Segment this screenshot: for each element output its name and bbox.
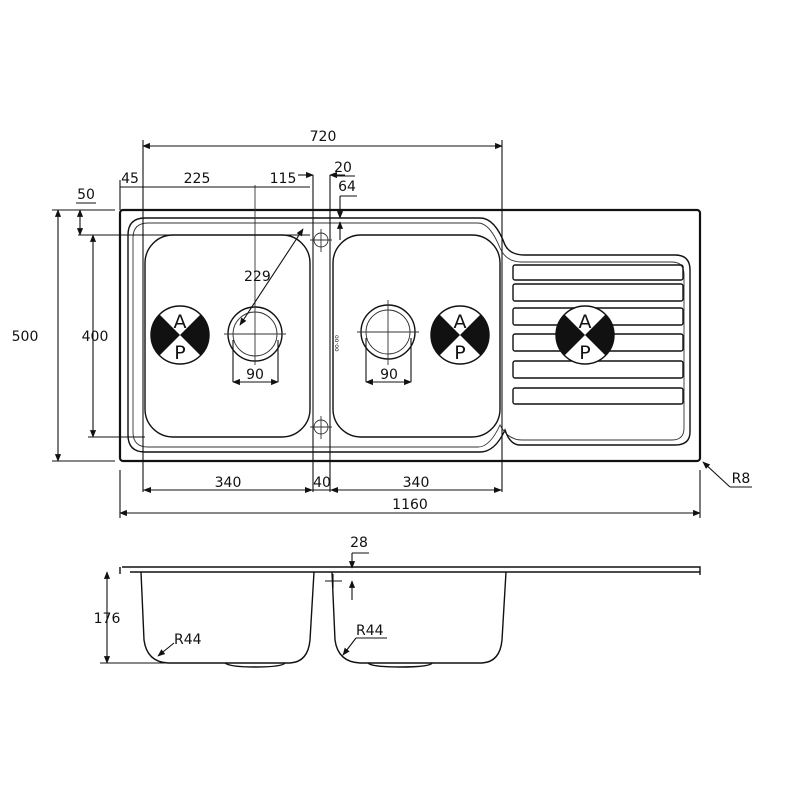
overflow-bottom-icon [310, 416, 332, 439]
svg-text:A: A [454, 311, 467, 333]
dim-20: 20 [334, 160, 352, 176]
dim-720: 720 [310, 129, 337, 145]
svg-text:A: A [579, 311, 592, 333]
overflow-top-icon [310, 229, 332, 252]
sink-rim [127, 217, 691, 453]
dim-229: 229 [244, 269, 271, 285]
side-bowl-left [140, 571, 315, 664]
dim-225: 225 [184, 171, 211, 187]
side-view: 176 28 R44 R44 [94, 535, 701, 668]
dim-r44-right: R44 [356, 623, 384, 639]
dim-40: 40 [313, 475, 331, 491]
ap-symbol-left-icon: A P [150, 305, 210, 365]
dim-45: 45 [121, 171, 139, 187]
top-view: A P A P A P oo·oo 720 45 225 115 20 64 [12, 129, 752, 518]
dim-500: 500 [12, 329, 39, 345]
dim-400: 400 [82, 329, 109, 345]
dim-90-left: 90 [246, 367, 264, 383]
dim-64: 64 [338, 179, 356, 195]
dim-176: 176 [94, 611, 121, 627]
drain-right-icon [357, 300, 419, 365]
dim-r44-left: R44 [174, 632, 202, 648]
sink-outline [118, 208, 702, 463]
bowl-right [332, 234, 501, 438]
dim-1160: 1160 [392, 497, 428, 513]
ap-symbol-right-icon: A P [555, 305, 615, 365]
dim-340-left: 340 [215, 475, 242, 491]
svg-text:P: P [454, 342, 465, 364]
side-bowl-right [331, 571, 507, 664]
ap-symbol-middle-icon: A P [430, 305, 490, 365]
dim-r8: R8 [732, 471, 751, 487]
dim-115: 115 [270, 171, 297, 187]
tap-hole-mark: oo·oo [333, 335, 340, 352]
dim-90-right: 90 [380, 367, 398, 383]
svg-text:A: A [174, 311, 187, 333]
svg-text:P: P [174, 342, 185, 364]
dim-50: 50 [77, 187, 95, 203]
svg-text:P: P [579, 342, 590, 364]
dim-28: 28 [350, 535, 368, 551]
dim-340-right: 340 [403, 475, 430, 491]
